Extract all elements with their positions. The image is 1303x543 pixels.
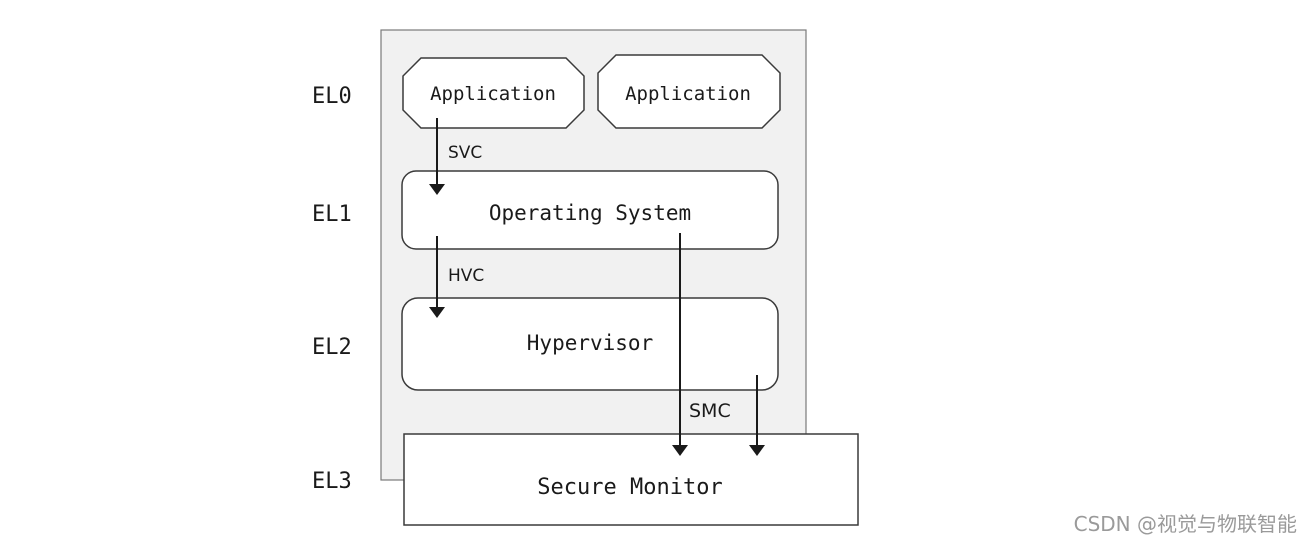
hypervisor-box xyxy=(401,297,779,391)
smc-arrowhead-from-os xyxy=(672,445,688,456)
operating-system-box xyxy=(401,170,779,250)
application-box-2 xyxy=(597,54,781,129)
svc-arrowhead xyxy=(429,184,445,195)
hvc-label: HVC xyxy=(448,266,484,286)
level-label-el1: EL1 xyxy=(312,202,352,227)
svc-label: SVC xyxy=(448,143,482,163)
application-label-1: Application xyxy=(430,83,556,105)
secure-monitor-box xyxy=(403,433,859,526)
application-box-1 xyxy=(402,57,585,129)
watermark: CSDN @视觉与物联智能 xyxy=(1073,512,1297,536)
level-label-el2: EL2 xyxy=(312,335,352,360)
smc-label: SMC xyxy=(689,400,731,422)
level-label-el0: EL0 xyxy=(312,84,352,109)
hvc-arrowhead xyxy=(429,307,445,318)
secure-monitor-label: Secure Monitor xyxy=(537,475,722,500)
operating-system-label: Operating System xyxy=(489,201,691,225)
level-label-el3: EL3 xyxy=(312,469,352,494)
hypervisor-label: Hypervisor xyxy=(527,331,653,355)
application-label-2: Application xyxy=(625,83,751,105)
smc-arrowhead-from-hypervisor xyxy=(749,445,765,456)
